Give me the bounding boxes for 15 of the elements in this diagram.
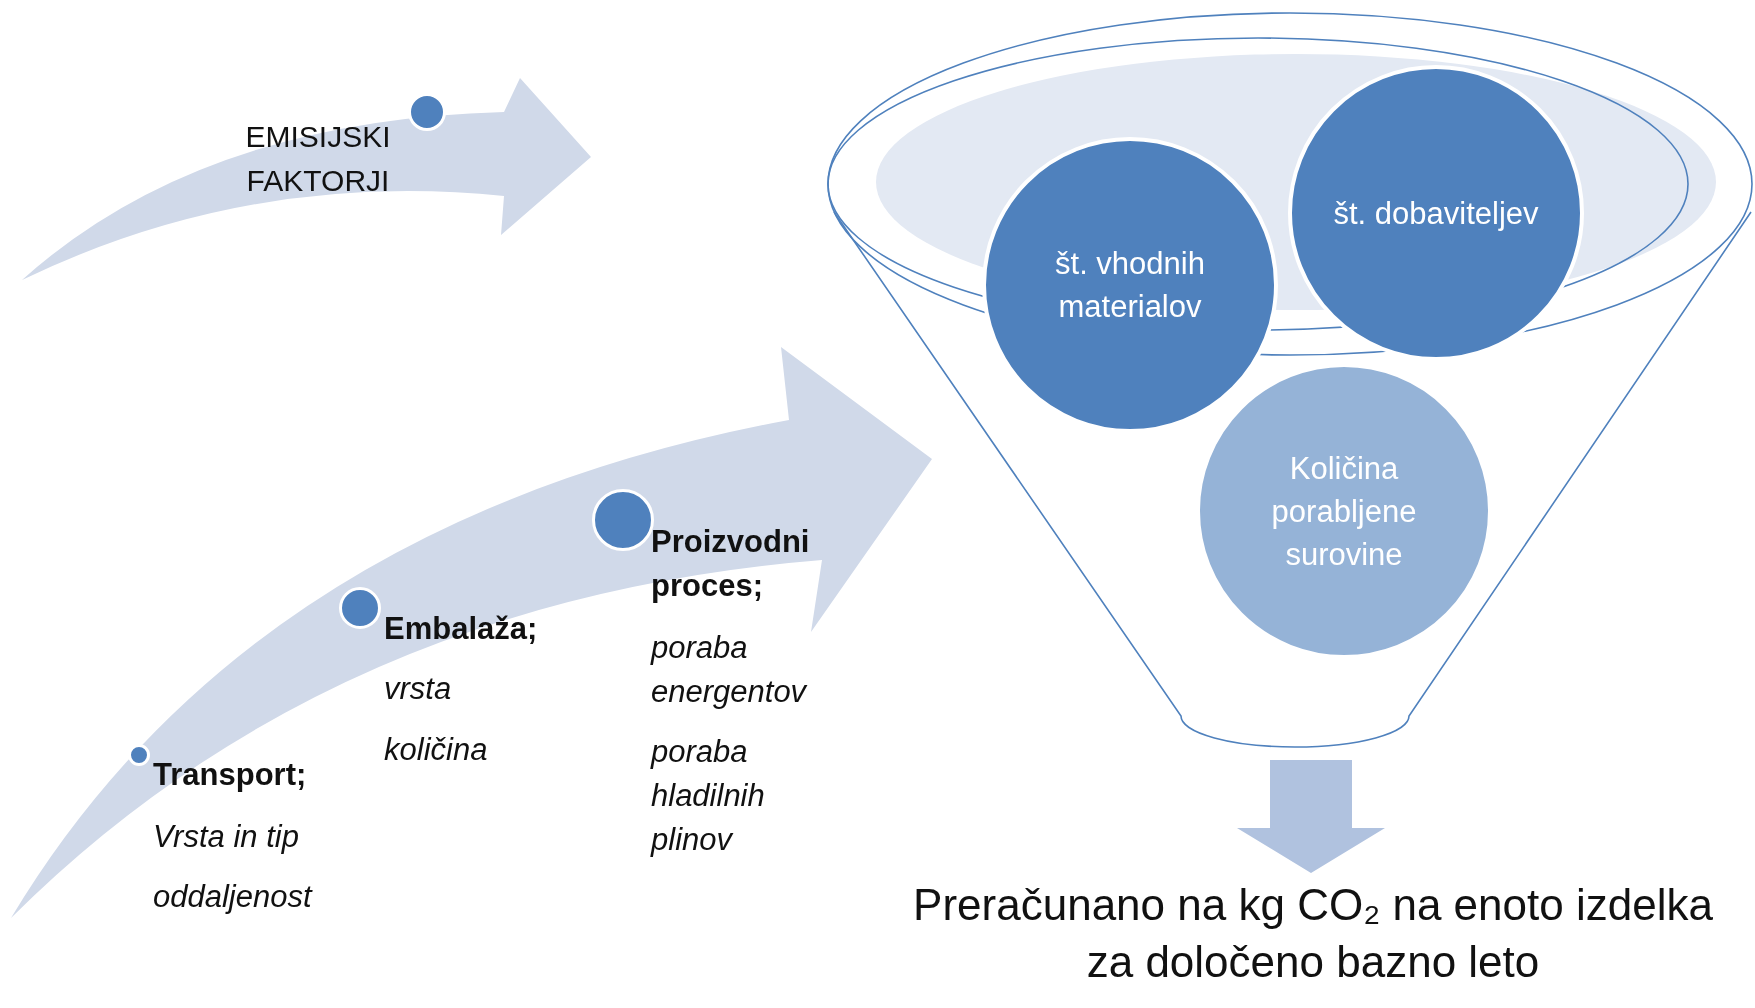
factor-label: poraba energentov: [651, 629, 809, 711]
node-label: št. dobaviteljev: [1332, 194, 1540, 233]
factor-label: količina: [384, 731, 489, 769]
factor-label: Transport;: [153, 756, 308, 794]
factor-label: Vrsta in tip: [153, 818, 300, 856]
factor-label: Proizvodni proces;: [651, 523, 811, 605]
factor-label: poraba hladilnih plinov: [651, 733, 766, 859]
factor-label: oddaljenost: [153, 878, 314, 916]
node-label: Količina porabljene surovine: [1270, 449, 1418, 574]
arrow-label: EMISIJSKI FAKTORJI: [244, 119, 392, 199]
block-arrow: [1237, 760, 1385, 873]
node-label: št. vhodnih materialov: [1054, 245, 1206, 326]
factor-label: Embalaža;: [384, 610, 539, 648]
factor-label: vrsta: [384, 670, 453, 708]
result-text: Preračunano na kg CO₂ na enoto izdelka za določeno bazno leto: [913, 879, 1713, 988]
